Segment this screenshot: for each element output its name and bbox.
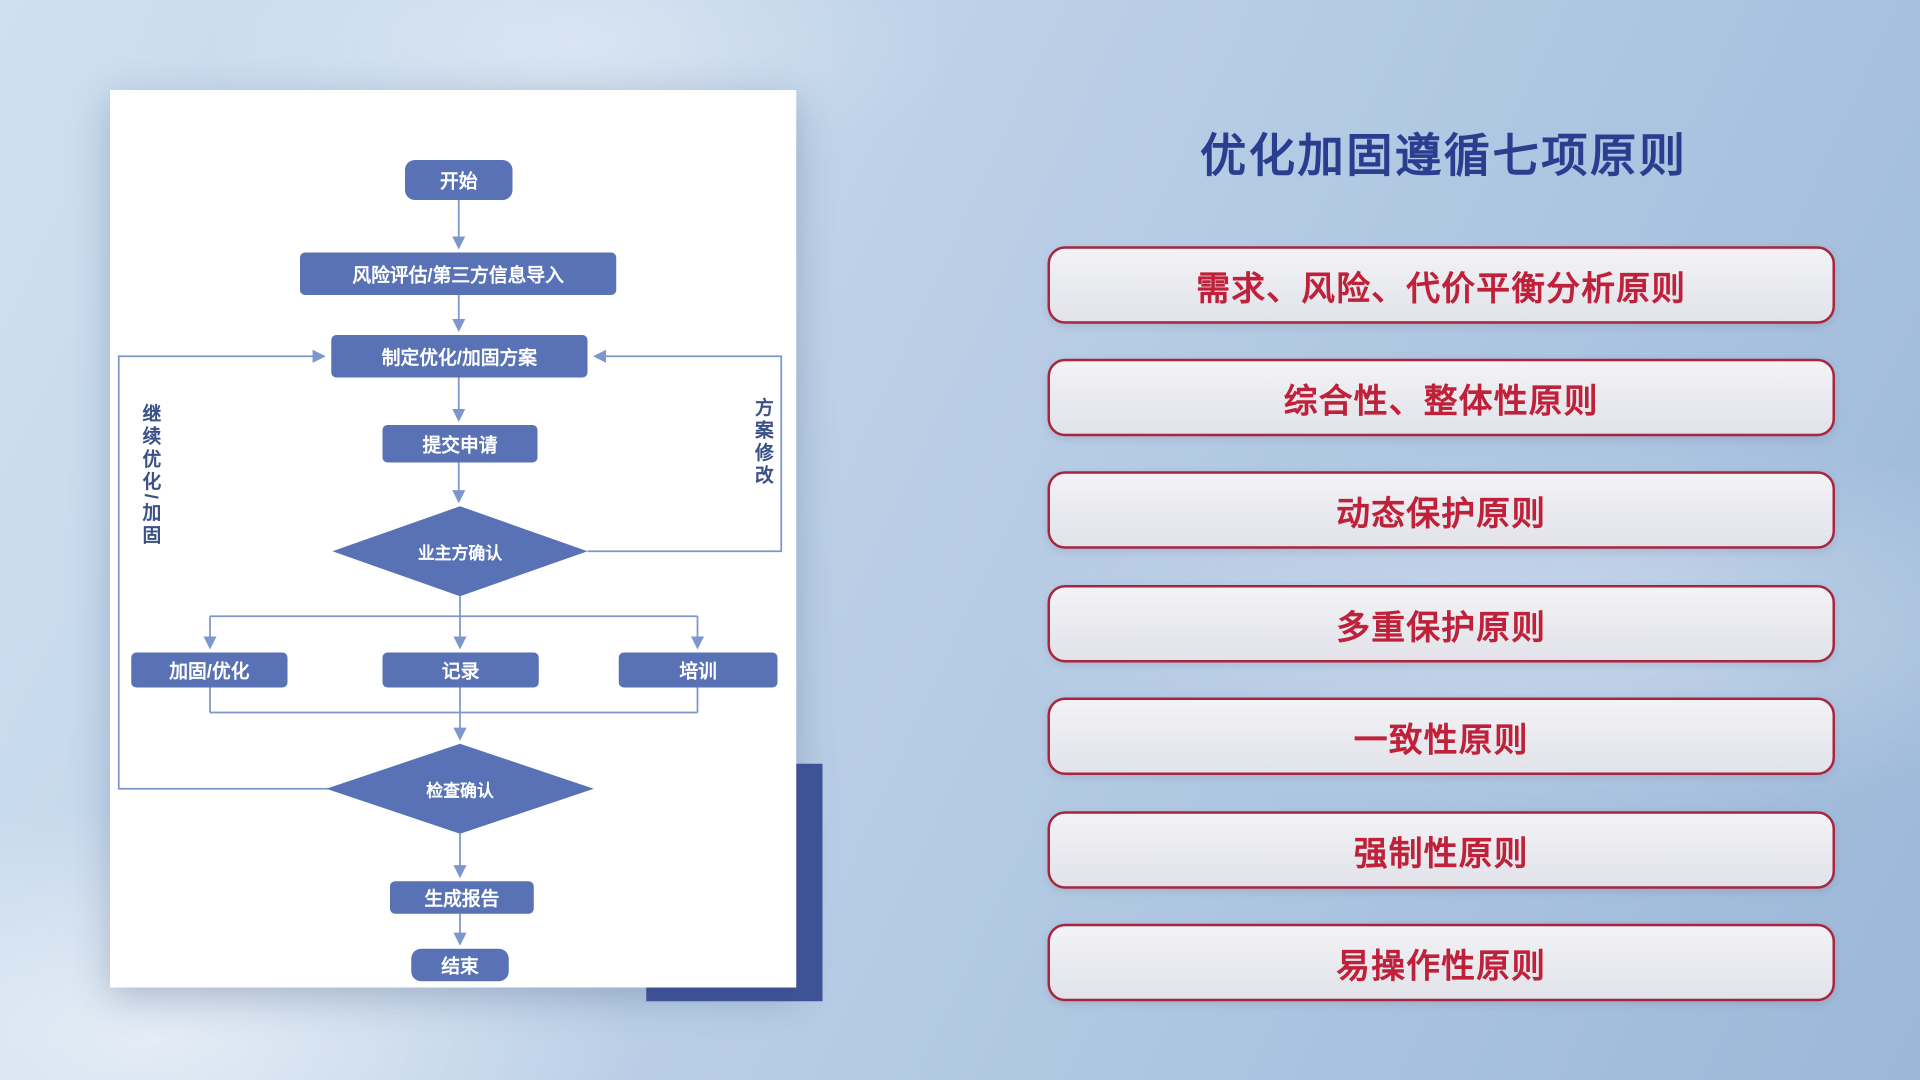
- principle-label: 动态保护原则: [1336, 494, 1547, 532]
- flowchart-node-check-confirm: 检查确认: [426, 781, 494, 800]
- flowchart-connectors: [117, 200, 783, 946]
- flowchart-node-report: 生成报告: [390, 881, 534, 914]
- flowchart-node-record: 记录: [382, 652, 539, 688]
- principle-item-2: 综合性、整体性原则: [1047, 358, 1835, 437]
- principle-label: 多重保护原则: [1336, 608, 1547, 646]
- principle-label: 综合性、整体性原则: [1283, 381, 1599, 420]
- edge-label-plan-modify: 方案修改: [752, 397, 774, 488]
- principle-label: 一致性原则: [1353, 720, 1529, 759]
- flowchart-node-training: 培训: [618, 652, 778, 688]
- flowchart-node-owner-confirm: 业主方确认: [417, 543, 503, 563]
- decision-diamond-owner-confirm: [332, 506, 588, 597]
- flowchart-node-risk-import: 风险评估/第三方信息导入: [300, 252, 617, 295]
- principle-label: 强制性原则: [1353, 834, 1529, 872]
- edge-label-continue-optimize: 继续优化/加固: [140, 403, 162, 548]
- flowchart-node-make-plan: 制定优化/加固方案: [331, 335, 588, 378]
- decision-diamond-check-confirm: [326, 743, 594, 834]
- principle-item-7: 易操作性原则: [1047, 923, 1835, 1002]
- flowchart-node-end: 结束: [411, 948, 509, 982]
- principle-item-6: 强制性原则: [1047, 811, 1835, 889]
- page-title: 优化加固遵循七项原则: [1200, 130, 1688, 182]
- flowchart-node-submit: 提交申请: [382, 425, 538, 463]
- principle-item-5: 一致性原则: [1047, 697, 1835, 775]
- principle-label: 易操作性原则: [1336, 946, 1547, 985]
- principle-item-4: 多重保护原则: [1047, 585, 1835, 663]
- flowchart-node-start: 开始: [405, 160, 513, 200]
- flowchart-card: 开始 风险评估/第三方信息导入 制定优化/加固方案 提交申请 业主方确认 加固/…: [110, 90, 797, 988]
- principle-item-1: 需求、风险、代价平衡分析原则: [1047, 246, 1835, 324]
- flowchart-node-reinforce: 加固/优化: [131, 652, 288, 688]
- principle-label: 需求、风险、代价平衡分析原则: [1196, 269, 1687, 307]
- principle-item-3: 动态保护原则: [1047, 471, 1835, 549]
